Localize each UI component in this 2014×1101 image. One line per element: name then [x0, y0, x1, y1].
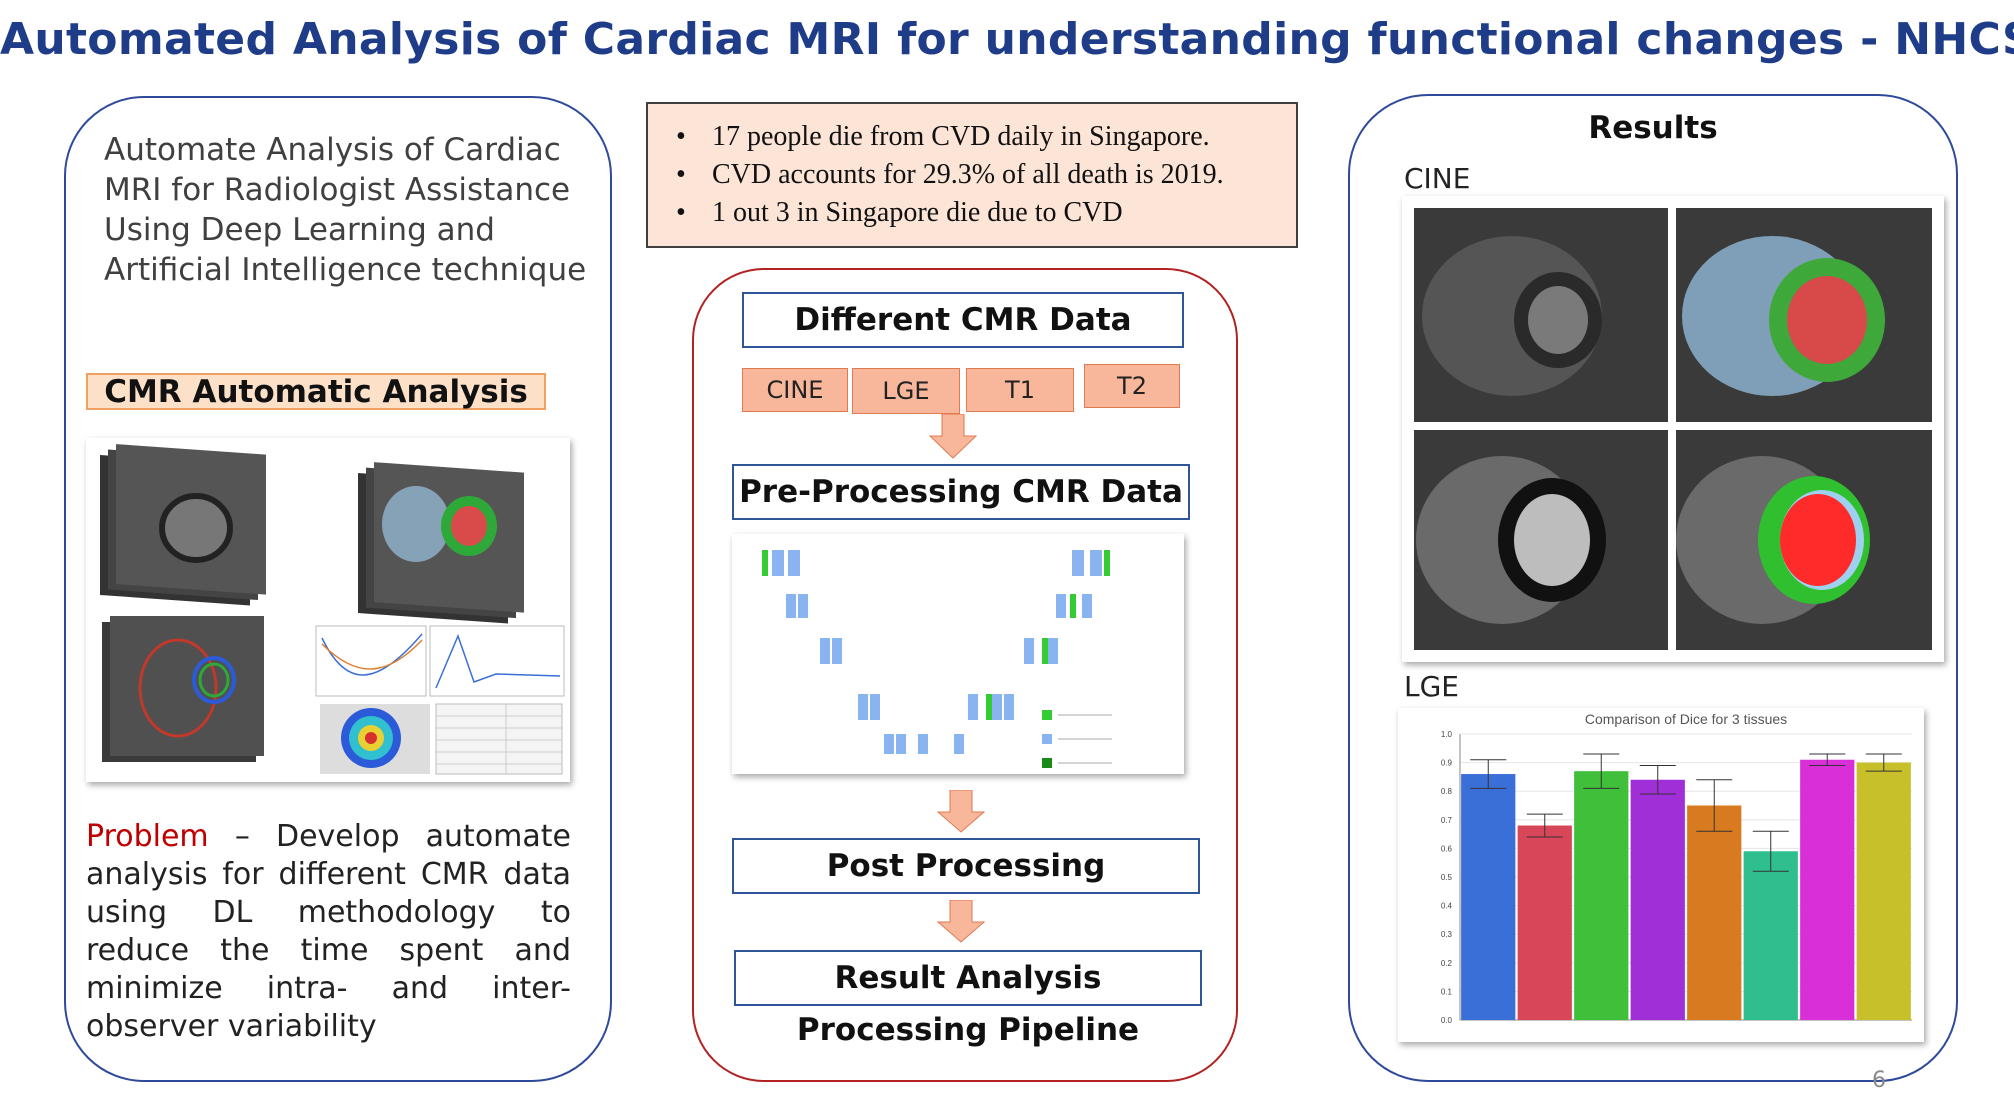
bar [1856, 762, 1911, 1020]
chip-t2: T2 [1084, 364, 1180, 408]
mri-stack-segmented [358, 462, 524, 624]
cine-segmented-tile [1676, 208, 1932, 422]
down-arrow-icon [928, 414, 978, 459]
mri-stack-raw [100, 444, 266, 606]
unet-architecture-figure [732, 534, 1184, 774]
y-tick-label: 0.3 [1441, 930, 1453, 939]
page-title: Automated Analysis of Cardiac MRI for un… [0, 14, 2014, 65]
y-tick-label: 0.5 [1441, 873, 1453, 882]
bar [1800, 759, 1855, 1020]
stat-item: CVD accounts for 29.3% of all death is 2… [662, 156, 1296, 194]
y-tick-label: 0.0 [1441, 1016, 1453, 1025]
page-number: 6 [1872, 1068, 1886, 1093]
y-tick-label: 0.2 [1441, 959, 1453, 968]
cine-raw-tile [1414, 208, 1668, 422]
bar [1743, 851, 1798, 1020]
cine-label: CINE [1404, 162, 1471, 195]
results-heading: Results [1588, 110, 1718, 146]
chip-t1: T1 [966, 368, 1074, 412]
y-tick-label: 1.0 [1441, 730, 1453, 739]
step-pre-processing: Pre-Processing CMR Data [732, 464, 1190, 520]
step-post-processing: Post Processing [732, 838, 1200, 894]
chip-lge: LGE [852, 368, 960, 414]
bar [1687, 805, 1742, 1020]
dice-chart: Comparison of Dice for 3 tissues 0.0 0.1 0.… [1398, 708, 1924, 1042]
lead-text: Automate Analysis of Cardiac MRI for Rad… [104, 132, 587, 288]
cmr-analysis-illustration [100, 444, 565, 775]
cine-raw-tile [1414, 430, 1668, 650]
analysis-plots [315, 625, 565, 775]
cmr-analysis-figure [86, 438, 570, 782]
cine-segmented-tile [1676, 430, 1932, 650]
y-tick-label: 0.9 [1441, 759, 1453, 768]
step-result-analysis: Result Analysis [734, 950, 1202, 1006]
y-tick-label: 0.1 [1441, 987, 1453, 996]
bar [1517, 825, 1572, 1020]
dice-chart-svg: Comparison of Dice for 3 tissues 0.0 0.1 0.… [1441, 711, 1912, 1025]
y-tick-label: 0.7 [1441, 816, 1453, 825]
down-arrow-icon [936, 790, 986, 833]
chip-cine: CINE [742, 368, 848, 412]
lge-label: LGE [1404, 670, 1459, 703]
cmr-analysis-label: CMR Automatic Analysis [86, 373, 546, 410]
mri-stack-contour [102, 616, 264, 762]
step-different-cmr-data: Different CMR Data [742, 292, 1184, 348]
chart-title: Comparison of Dice for 3 tissues [1585, 711, 1787, 727]
cine-results-grid [1402, 196, 1944, 662]
problem-statement: Problem – Develop automate analysis for … [86, 818, 571, 1046]
bar [1630, 779, 1685, 1020]
cine-results-figure [1402, 196, 1944, 662]
down-arrow-icon [936, 900, 986, 943]
cvd-stats-box: 17 people die from CVD daily in Singapor… [646, 102, 1298, 248]
bar [1461, 774, 1516, 1020]
bar [1574, 771, 1629, 1020]
stat-item: 1 out 3 in Singapore die due to CVD [662, 194, 1296, 232]
pipeline-caption: Processing Pipeline [796, 1012, 1140, 1048]
y-tick-label: 0.4 [1441, 902, 1453, 911]
problem-label: Problem [86, 819, 209, 854]
stat-item: 17 people die from CVD daily in Singapor… [662, 118, 1296, 156]
y-tick-label: 0.8 [1441, 787, 1453, 796]
unet-diagram [762, 550, 1112, 768]
y-tick-label: 0.6 [1441, 844, 1453, 853]
problem-text: – Develop automate analysis for differen… [86, 819, 571, 1044]
